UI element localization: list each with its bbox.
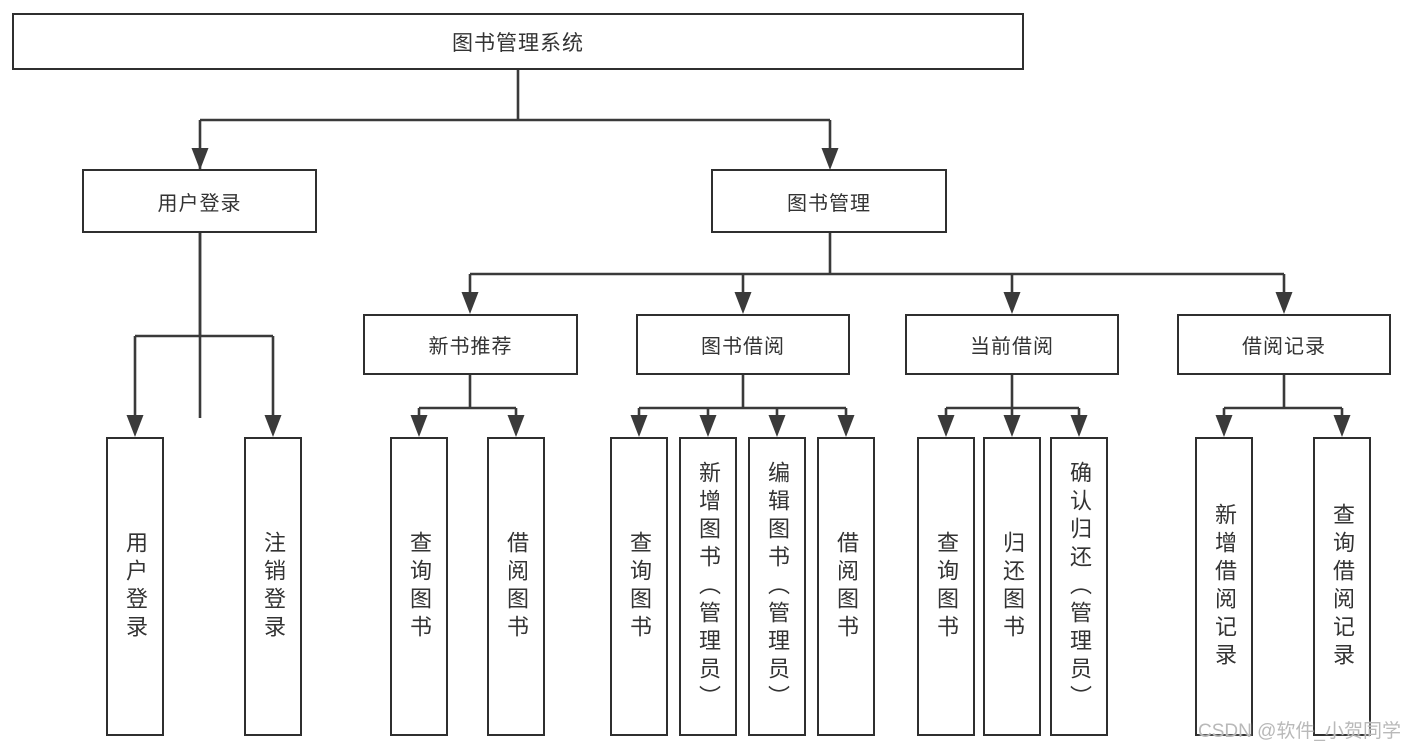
node-label: 查询借阅记录: [1330, 502, 1355, 671]
node-label: 编辑图书（管理员）: [765, 460, 790, 713]
node-label: 查询图书: [627, 530, 652, 643]
arrowhead: [768, 415, 786, 437]
arrowhead: [1003, 292, 1021, 314]
arrowhead: [264, 415, 282, 437]
node-book-borrowing: 图书借阅: [636, 314, 850, 375]
node-label: 当前借阅: [970, 336, 1054, 358]
node-label: 借阅图书: [834, 530, 859, 643]
leaf-query-books-recommend: 查询图书: [390, 437, 448, 736]
arrowhead: [461, 292, 479, 314]
arrowhead: [630, 415, 648, 437]
leaf-user-login: 用户登录: [106, 437, 164, 736]
node-label: 新增图书（管理员）: [696, 460, 721, 713]
tree-edges: [133, 68, 1344, 419]
node-label: 新增借阅记录: [1212, 502, 1237, 671]
arrowhead: [410, 415, 428, 437]
leaf-return-books: 归还图书: [983, 437, 1041, 736]
leaf-confirm-return-admin: 确认归还（管理员）: [1050, 437, 1108, 736]
leaf-add-borrow-record: 新增借阅记录: [1195, 437, 1253, 736]
arrowhead: [837, 415, 855, 437]
arrowhead: [1003, 415, 1021, 437]
node-book-management: 图书管理: [711, 169, 947, 233]
arrowhead: [1070, 415, 1088, 437]
arrowhead: [507, 415, 525, 437]
arrowhead: [1333, 415, 1351, 437]
node-user-login: 用户登录: [82, 169, 317, 233]
arrowhead-group: [126, 148, 1351, 437]
node-label: 确认归还（管理员）: [1067, 460, 1092, 713]
node-label: 图书管理: [787, 192, 871, 215]
node-label: 用户登录: [157, 192, 242, 215]
leaf-query-books-current: 查询图书: [917, 437, 975, 736]
leaf-borrow-books-recommend: 借阅图书: [487, 437, 545, 736]
arrowhead: [734, 292, 752, 314]
node-new-book-recommend: 新书推荐: [363, 314, 578, 375]
arrowhead: [126, 415, 144, 437]
node-label: 图书借阅: [701, 336, 785, 358]
leaf-borrow-books-borrowing: 借阅图书: [817, 437, 875, 736]
leaf-logout: 注销登录: [244, 437, 302, 736]
node-library-management-system: 图书管理系统: [12, 13, 1024, 70]
leaf-add-book-admin: 新增图书（管理员）: [679, 437, 737, 736]
node-label: 图书管理系统: [452, 31, 584, 55]
arrowhead: [937, 415, 955, 437]
node-borrowing-records: 借阅记录: [1177, 314, 1391, 375]
node-label: 归还图书: [1000, 530, 1025, 643]
node-label: 借阅记录: [1242, 336, 1326, 358]
arrowhead: [821, 148, 839, 170]
arrowhead: [1275, 292, 1293, 314]
arrowhead: [699, 415, 717, 437]
node-label: 查询图书: [407, 530, 432, 643]
node-label: 查询图书: [934, 530, 959, 643]
arrowhead: [1215, 415, 1233, 437]
arrowhead: [191, 148, 209, 170]
node-label: 借阅图书: [504, 530, 529, 643]
node-label: 用户登录: [123, 530, 148, 643]
node-label: 新书推荐: [428, 336, 513, 358]
leaf-query-borrow-record: 查询借阅记录: [1313, 437, 1371, 736]
leaf-edit-book-admin: 编辑图书（管理员）: [748, 437, 806, 736]
node-label: 注销登录: [261, 530, 286, 643]
node-current-borrowing: 当前借阅: [905, 314, 1119, 375]
leaf-query-books-borrowing: 查询图书: [610, 437, 668, 736]
csdn-watermark: CSDN @软件_小贺同学: [1198, 721, 1401, 742]
